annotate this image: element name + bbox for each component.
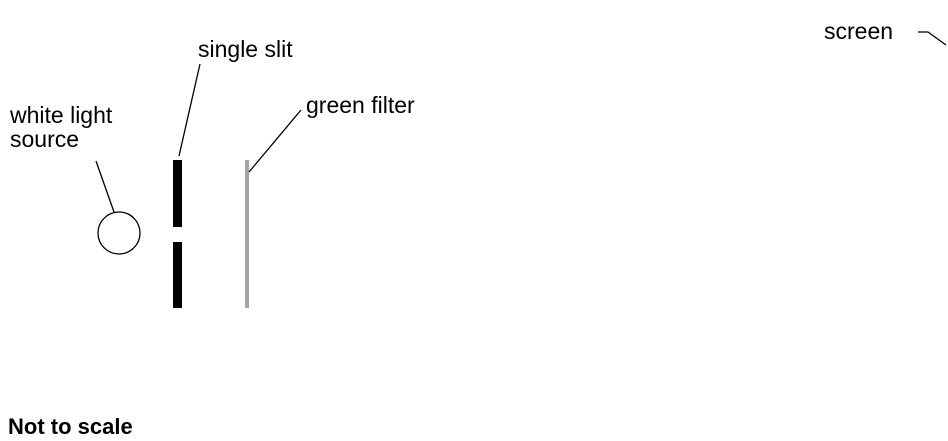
light-source-leader-line xyxy=(95,160,115,213)
light-source-label-line1: white light xyxy=(10,102,113,128)
single-slit-label: single slit xyxy=(198,36,293,62)
filter-leader-line xyxy=(248,109,302,173)
screen-leader-line xyxy=(918,31,947,46)
green-filter-label: green filter xyxy=(306,92,415,118)
not-to-scale-note: Not to scale xyxy=(8,414,133,439)
green-filter-bar xyxy=(245,160,249,308)
light-source-label-line2: source xyxy=(10,126,80,152)
light-source-circle xyxy=(97,211,141,255)
slit-leader-line xyxy=(178,63,201,157)
screen-label: screen xyxy=(824,18,894,44)
slit-upper-bar xyxy=(173,160,182,227)
slit-lower-bar xyxy=(173,242,182,308)
